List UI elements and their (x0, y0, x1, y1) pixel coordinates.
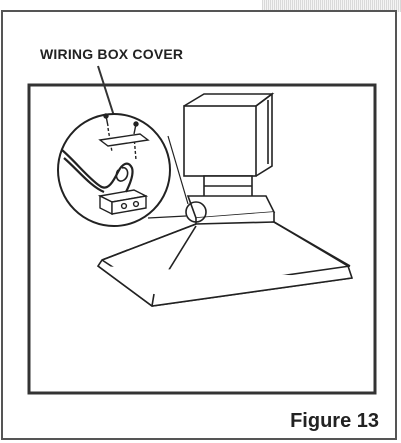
figure-caption: Figure 13 (290, 410, 379, 432)
location-marker-circle (185, 201, 207, 223)
wiring-box-cover-plate (98, 133, 150, 147)
chimney-cover (183, 92, 275, 177)
wiring-box-cover-label: WIRING BOX COVER (40, 46, 184, 62)
screw-icon (133, 121, 139, 135)
detail-connector-bottom (147, 215, 187, 219)
detail-connector-top (167, 135, 189, 205)
header-strip (262, 0, 401, 12)
callout-leader-line (97, 65, 115, 117)
screw-icon (103, 113, 109, 127)
wire-bundle (61, 149, 134, 193)
illustration-frame (27, 83, 377, 395)
hood-canopy (96, 221, 354, 307)
wiring-box-detail (61, 113, 150, 216)
